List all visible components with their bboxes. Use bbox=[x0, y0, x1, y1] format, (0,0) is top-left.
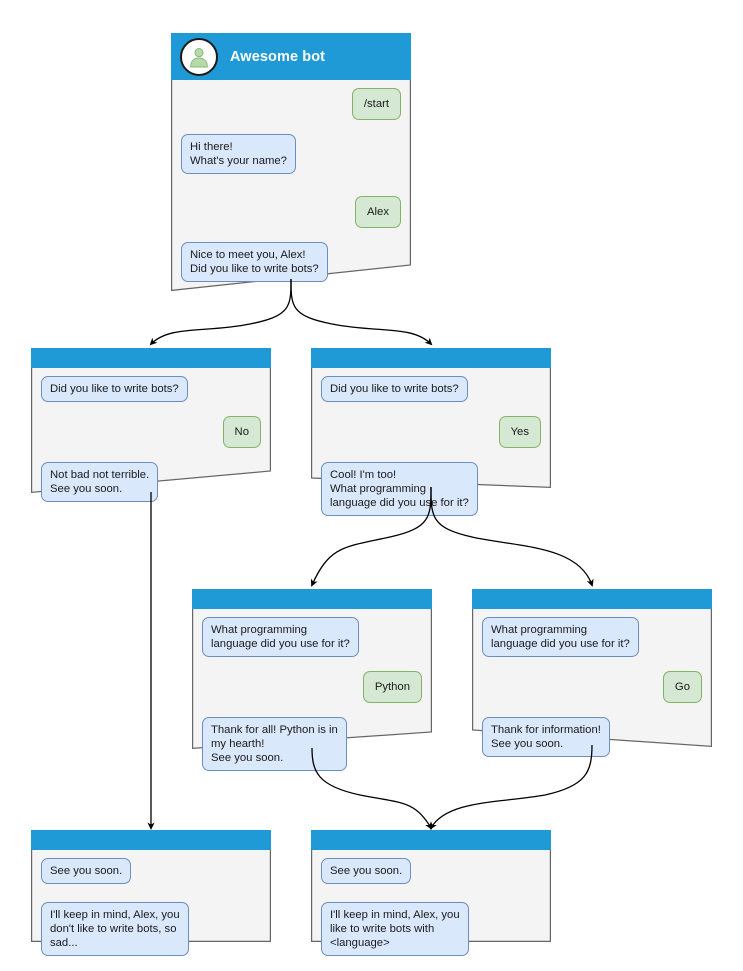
node-end-yes-header bbox=[311, 830, 551, 850]
node-python-branch-header bbox=[192, 589, 432, 609]
node-no-branch-header bbox=[31, 348, 271, 368]
bubble-text: Did you like to write bots? bbox=[321, 376, 468, 402]
node-end-yes-content: See you soon. I'll keep in mind, Alex, y… bbox=[311, 830, 551, 962]
bubble-text: Hi there! What's your name? bbox=[181, 134, 296, 174]
message-bot[interactable]: Thank for all! Python is in my hearth! S… bbox=[202, 717, 422, 771]
node-go-branch-chat: What programming language did you use fo… bbox=[472, 609, 712, 763]
node-yes-branch-chat: Did you like to write bots? Yes Cool! I'… bbox=[311, 368, 551, 522]
bubble-text: No bbox=[222, 416, 261, 448]
bubble-text: See you soon. bbox=[321, 858, 412, 884]
node-end-no-chat: See you soon. I'll keep in mind, Alex, y… bbox=[31, 850, 271, 962]
bubble-text: Nice to meet you, Alex! Did you like to … bbox=[181, 242, 328, 282]
bubble-text: Go bbox=[662, 671, 702, 703]
message-bot[interactable]: Did you like to write bots? bbox=[41, 376, 261, 402]
message-user[interactable]: Go bbox=[482, 671, 702, 703]
message-user[interactable]: Yes bbox=[321, 416, 541, 448]
message-bot[interactable]: I'll keep in mind, Alex, you don't like … bbox=[41, 902, 261, 956]
message-user[interactable]: Python bbox=[202, 671, 422, 703]
node-root-content: Awesome bot /start Hi there! What's your… bbox=[171, 33, 411, 288]
node-no-branch[interactable]: Did you like to write bots? No Not bad n… bbox=[31, 348, 271, 502]
bubble-text: Thank for information! See you soon. bbox=[482, 717, 610, 757]
message-user[interactable]: No bbox=[41, 416, 261, 448]
message-bot[interactable]: See you soon. bbox=[321, 858, 541, 884]
message-bot[interactable]: What programming language did you use fo… bbox=[202, 617, 422, 657]
node-end-yes-chat: See you soon. I'll keep in mind, Alex, y… bbox=[311, 850, 551, 962]
node-python-branch-chat: What programming language did you use fo… bbox=[192, 609, 432, 777]
message-bot[interactable]: Nice to meet you, Alex! Did you like to … bbox=[181, 242, 401, 282]
message-bot[interactable]: Did you like to write bots? bbox=[321, 376, 541, 402]
bubble-text: Yes bbox=[498, 416, 541, 448]
bubble-text: Python bbox=[362, 671, 422, 703]
node-yes-branch-content: Did you like to write bots? Yes Cool! I'… bbox=[311, 348, 551, 522]
node-go-branch-header bbox=[472, 589, 712, 609]
node-root-header: Awesome bot bbox=[171, 33, 411, 80]
message-user[interactable]: /start bbox=[181, 88, 401, 120]
node-end-no[interactable]: See you soon. I'll keep in mind, Alex, y… bbox=[31, 830, 271, 956]
bubble-text: Thank for all! Python is in my hearth! S… bbox=[202, 717, 347, 771]
message-bot[interactable]: Not bad not terrible. See you soon. bbox=[41, 462, 261, 502]
bubble-text: Not bad not terrible. See you soon. bbox=[41, 462, 159, 502]
person-avatar-icon bbox=[180, 37, 218, 76]
bubble-text: /start bbox=[351, 88, 401, 120]
node-yes-branch-header bbox=[311, 348, 551, 368]
node-root-title: Awesome bot bbox=[230, 48, 326, 65]
message-bot[interactable]: Thank for information! See you soon. bbox=[482, 717, 702, 757]
node-end-yes[interactable]: See you soon. I'll keep in mind, Alex, y… bbox=[311, 830, 551, 956]
node-end-no-header bbox=[31, 830, 271, 850]
node-root-chat: /start Hi there! What's your name? Alex … bbox=[171, 80, 411, 288]
node-python-branch-content: What programming language did you use fo… bbox=[192, 589, 432, 777]
message-bot[interactable]: Cool! I'm too! What programming language… bbox=[321, 462, 541, 516]
bubble-text: What programming language did you use fo… bbox=[482, 617, 639, 657]
node-no-branch-content: Did you like to write bots? No Not bad n… bbox=[31, 348, 271, 508]
bubble-text: Did you like to write bots? bbox=[41, 376, 188, 402]
node-go-branch-content: What programming language did you use fo… bbox=[472, 589, 712, 763]
message-bot[interactable]: What programming language did you use fo… bbox=[482, 617, 702, 657]
node-yes-branch[interactable]: Did you like to write bots? Yes Cool! I'… bbox=[311, 348, 551, 516]
bubble-text: I'll keep in mind, Alex, you like to wri… bbox=[321, 902, 469, 956]
message-user[interactable]: Alex bbox=[181, 196, 401, 228]
node-go-branch[interactable]: What programming language did you use fo… bbox=[472, 589, 712, 757]
node-no-branch-chat: Did you like to write bots? No Not bad n… bbox=[31, 368, 271, 508]
bubble-text: Alex bbox=[355, 196, 401, 228]
bubble-text: See you soon. bbox=[41, 858, 132, 884]
message-bot[interactable]: See you soon. bbox=[41, 858, 261, 884]
bubble-text: What programming language did you use fo… bbox=[202, 617, 359, 657]
node-root[interactable]: Awesome bot /start Hi there! What's your… bbox=[171, 33, 411, 292]
bubble-text: Cool! I'm too! What programming language… bbox=[321, 462, 478, 516]
node-end-no-content: See you soon. I'll keep in mind, Alex, y… bbox=[31, 830, 271, 962]
message-bot[interactable]: I'll keep in mind, Alex, you like to wri… bbox=[321, 902, 541, 956]
bubble-text: I'll keep in mind, Alex, you don't like … bbox=[41, 902, 189, 956]
message-bot[interactable]: Hi there! What's your name? bbox=[181, 134, 401, 174]
node-python-branch[interactable]: What programming language did you use fo… bbox=[192, 589, 432, 771]
